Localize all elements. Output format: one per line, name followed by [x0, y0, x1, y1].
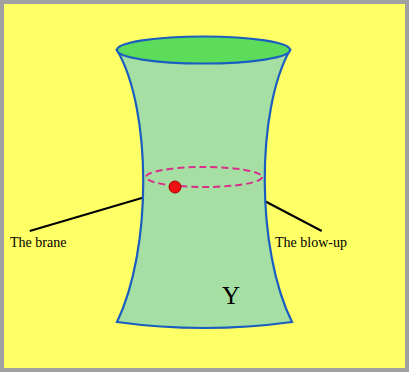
space-label: Y	[222, 282, 240, 310]
callout-label: The brane	[10, 235, 66, 251]
hyperboloid-outline	[112, 32, 298, 336]
hyperboloid-shape: Y	[112, 32, 298, 336]
callout-label: The blow-up	[275, 235, 347, 251]
